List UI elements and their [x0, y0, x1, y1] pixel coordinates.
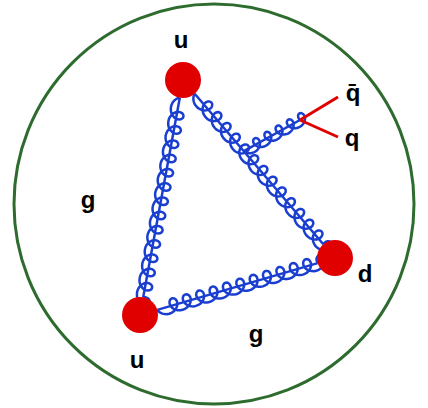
- quark-label: d: [358, 262, 373, 286]
- gluon-line: [157, 255, 324, 314]
- quark-dot: u: [122, 297, 158, 333]
- quark-label: u: [174, 28, 189, 52]
- gluon-label: g: [79, 188, 98, 212]
- quark-pair-lines: [300, 97, 338, 137]
- quark-dot: u: [165, 62, 201, 98]
- quark-label: q̄: [346, 81, 361, 105]
- quark-label: u: [130, 348, 145, 372]
- quark-dot: d: [317, 240, 353, 276]
- gluon-label: g: [247, 322, 266, 346]
- proton-outline: [14, 4, 414, 404]
- quark-label: q: [345, 126, 360, 150]
- gluon-branch: [244, 113, 305, 153]
- gluon-line: [193, 94, 331, 251]
- gluon-line: [137, 98, 184, 305]
